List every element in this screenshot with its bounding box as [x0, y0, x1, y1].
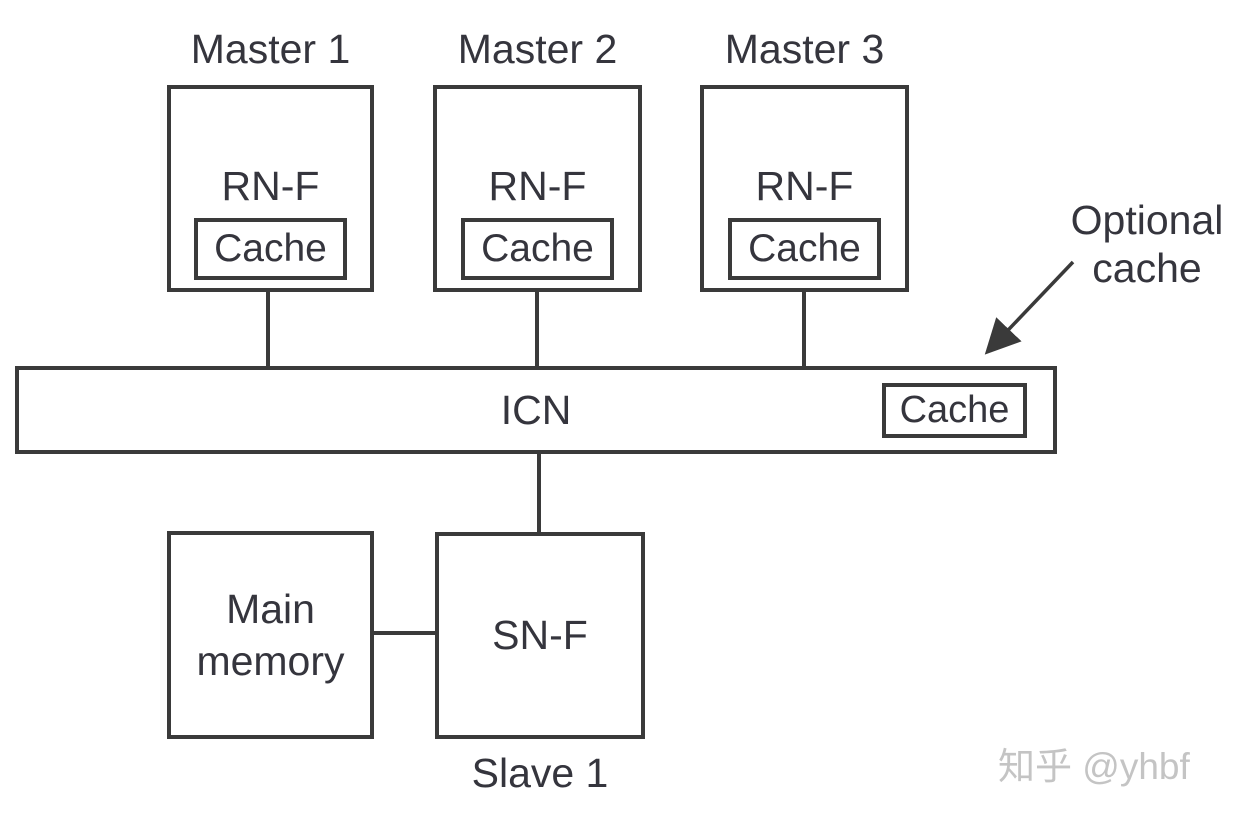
master1-box: RN-F Cache: [167, 85, 374, 292]
master2-rnf-label: RN-F: [488, 163, 587, 209]
master1-rnf-label: RN-F: [221, 163, 320, 209]
icn-cache-label: Cache: [899, 389, 1010, 431]
optional-cache-note-line2: cache: [1092, 245, 1202, 291]
main-memory-label-line1: Main: [226, 586, 315, 632]
optional-cache-arrow: [984, 260, 1075, 355]
slave-caption: Slave 1: [471, 750, 609, 796]
master2-title: Master 2: [457, 26, 618, 72]
icn-cache-box: Cache: [882, 383, 1027, 438]
optional-cache-note: Optional cache: [1052, 196, 1238, 292]
snf-label: SN-F: [492, 612, 588, 658]
connector-master3-icn: [802, 290, 806, 366]
main-memory-box: Main memory: [167, 531, 374, 739]
master3-cache-box: Cache: [728, 218, 881, 280]
master3-cache-label: Cache: [748, 227, 861, 270]
connector-master1-icn: [266, 290, 270, 366]
icn-label: ICN: [500, 386, 572, 433]
connector-master2-icn: [535, 290, 539, 366]
optional-cache-note-line1: Optional: [1070, 197, 1224, 243]
main-memory-label-line2: memory: [196, 638, 345, 684]
master3-title: Master 3: [724, 26, 885, 72]
snf-box: SN-F: [435, 532, 645, 739]
master3-box: RN-F Cache: [700, 85, 909, 292]
connector-memory-snf: [374, 631, 435, 635]
master2-cache-box: Cache: [461, 218, 614, 280]
master1-cache-label: Cache: [214, 227, 327, 270]
watermark: 知乎 @yhbf: [998, 746, 1190, 787]
master2-cache-label: Cache: [481, 227, 594, 270]
master2-box: RN-F Cache: [433, 85, 642, 292]
master3-rnf-label: RN-F: [755, 163, 854, 209]
master1-cache-box: Cache: [194, 218, 347, 280]
connector-icn-snf: [537, 454, 541, 532]
master1-title: Master 1: [190, 26, 351, 72]
